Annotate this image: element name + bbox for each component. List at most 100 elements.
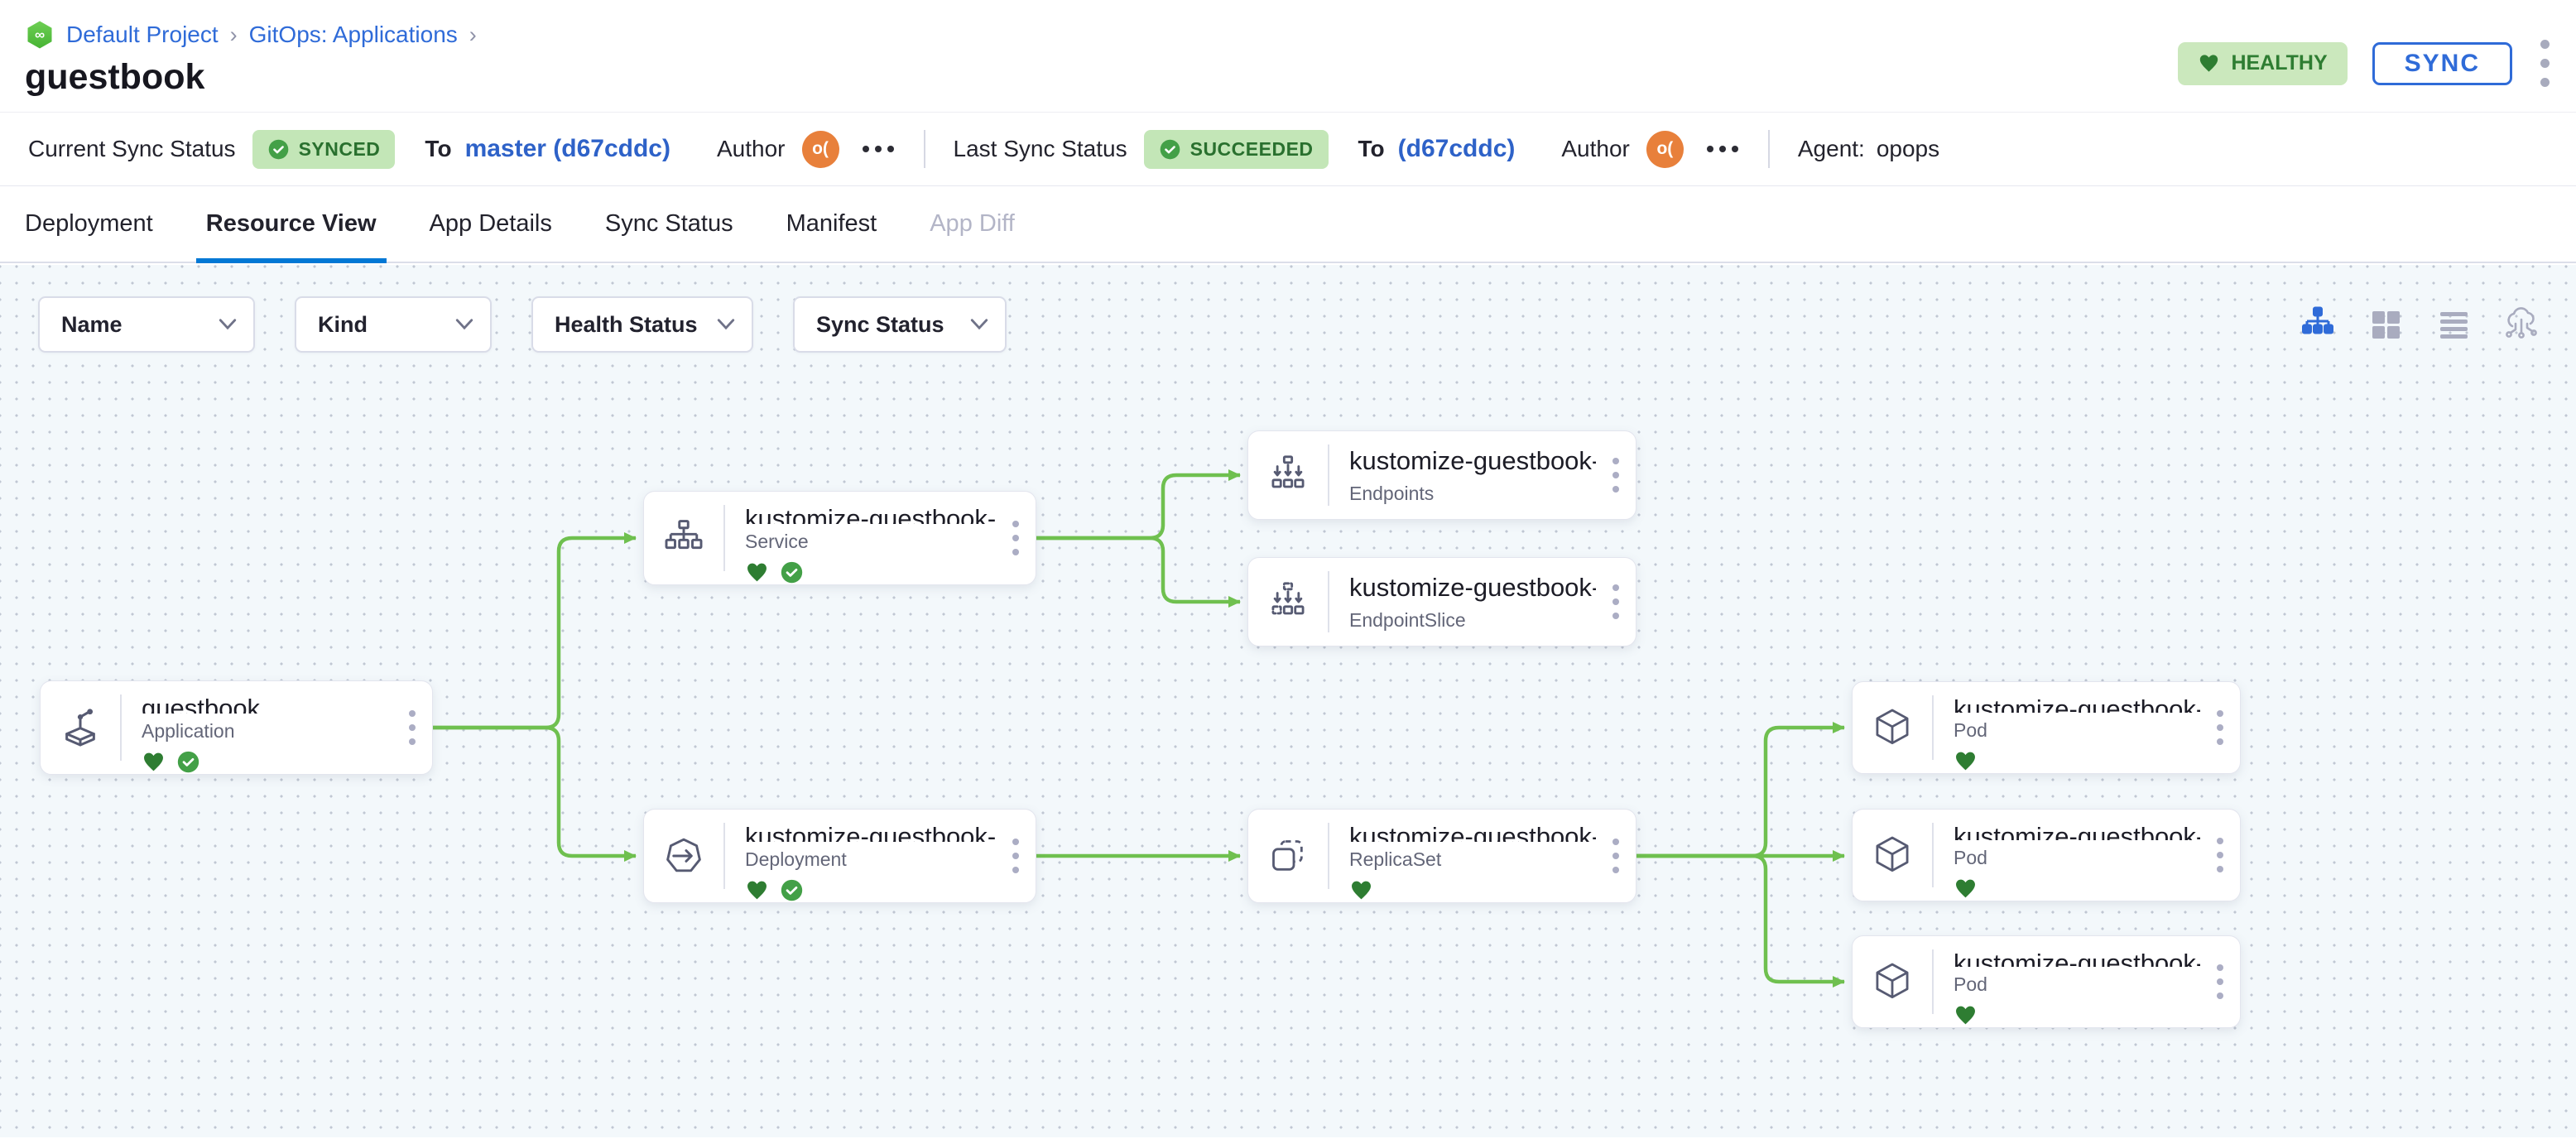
- filter-health-status-dropdown[interactable]: Health Status: [531, 296, 753, 353]
- svg-text:∞: ∞: [35, 27, 45, 43]
- resource-kind: Pod: [1954, 973, 1987, 995]
- canary-cloud-view-icon[interactable]: [2502, 305, 2541, 344]
- tab-app-diff: App Diff: [930, 210, 1015, 237]
- succeeded-badge: SUCCEEDED: [1143, 129, 1329, 169]
- healthy-heart-icon: [1956, 752, 1975, 771]
- commit-message-ellipsis-button[interactable]: [1705, 141, 1740, 157]
- tab-sync-status[interactable]: Sync Status: [604, 210, 733, 237]
- healthy-heart-icon: [144, 752, 163, 771]
- breadcrumb-separator: ›: [229, 22, 238, 47]
- node-body: kustomize-guestbook-ui-...Pod: [1934, 810, 2200, 901]
- author-label: Author: [717, 136, 786, 161]
- resource-name: kustomize-guestbook-ui-...: [1349, 822, 1596, 842]
- sync-button[interactable]: SYNC: [2372, 41, 2512, 85]
- service-icon: [644, 492, 723, 584]
- chevron-down-icon: [717, 319, 735, 330]
- resource-node-replicaset[interactable]: kustomize-guestbook-ui-... ReplicaSet: [1247, 809, 1636, 903]
- synced-check-icon: [781, 561, 803, 584]
- node-status-icons: [1954, 877, 2200, 901]
- resource-name: kustomize-guestbook-ui: [745, 822, 996, 842]
- filter-sync-status-dropdown[interactable]: Sync Status: [793, 296, 1007, 353]
- resource-node-pod[interactable]: kustomize-guestbook-ui-...Pod: [1852, 935, 2241, 1028]
- node-menu-kebab-button[interactable]: [2200, 810, 2240, 901]
- chevron-down-icon: [970, 319, 988, 330]
- synced-check-icon: [781, 879, 803, 901]
- resource-node-endpointslice[interactable]: kustomize-guestbook-ui-... EndpointSlice: [1247, 557, 1636, 646]
- app-tabs: Deployment Resource View App Details Syn…: [0, 186, 2576, 263]
- last-revision-link[interactable]: (d67cddc): [1397, 135, 1516, 162]
- synced-badge: SYNCED: [252, 129, 396, 169]
- pod-icon: [1853, 682, 1932, 773]
- node-menu-kebab-button[interactable]: [996, 810, 1036, 902]
- divider: [120, 694, 122, 761]
- node-menu-kebab-button[interactable]: [1596, 810, 1636, 902]
- resource-kind: Pod: [1954, 719, 1987, 741]
- divider: [723, 505, 725, 571]
- node-menu-kebab-button[interactable]: [392, 681, 432, 774]
- edge-svc-to-eps: [1036, 536, 1241, 608]
- agent-value: opops: [1876, 136, 1940, 161]
- heart-icon: [2200, 55, 2218, 72]
- healthy-heart-icon: [1956, 1006, 1975, 1025]
- filter-label: Name: [61, 311, 123, 337]
- filter-label: Kind: [318, 311, 368, 337]
- resource-node-pod[interactable]: kustomize-guestbook-ui-...Pod: [1852, 809, 2241, 901]
- current-revision-link[interactable]: master (d67cddc): [464, 135, 670, 162]
- node-menu-kebab-button[interactable]: [2200, 682, 2240, 773]
- node-body: kustomize-guestbook-ui-... ReplicaSet: [1329, 810, 1596, 902]
- replicaset-icon: [1248, 810, 1328, 902]
- node-body: kustomize-guestbook-ui-...Pod: [1934, 936, 2200, 1027]
- resource-kind: EndpointSlice: [1349, 608, 1466, 631]
- grid-view-icon[interactable]: [2366, 305, 2405, 344]
- succeeded-badge-label: SUCCEEDED: [1189, 137, 1314, 160]
- node-menu-kebab-button[interactable]: [1596, 558, 1636, 646]
- synced-check-icon: [177, 751, 199, 773]
- node-menu-kebab-button[interactable]: [996, 492, 1036, 584]
- resource-name: kustomize-guestbook-ui-...: [1954, 694, 2200, 713]
- header-actions: HEALTHY SYNC: [2178, 36, 2553, 90]
- node-menu-kebab-button[interactable]: [1596, 431, 1636, 519]
- resource-name: kustomize-guestbook-ui-...: [1349, 572, 1596, 602]
- author-avatar: o(: [1646, 130, 1684, 168]
- resource-node-pod[interactable]: kustomize-guestbook-ui-... Pod: [1852, 681, 2241, 774]
- filter-name-dropdown[interactable]: Name: [38, 296, 255, 353]
- tab-deployment[interactable]: Deployment: [25, 210, 153, 237]
- tab-app-details[interactable]: App Details: [429, 210, 552, 237]
- divider: [723, 823, 725, 889]
- divider: [923, 130, 925, 168]
- breadcrumb-separator: ›: [469, 22, 477, 47]
- list-view-icon[interactable]: [2434, 305, 2473, 344]
- breadcrumb-gitops-applications[interactable]: GitOps: Applications: [248, 22, 458, 47]
- last-sync-status-label: Last Sync Status: [953, 136, 1127, 161]
- divider: [1932, 823, 1934, 887]
- tab-manifest[interactable]: Manifest: [786, 210, 877, 237]
- app-menu-kebab-button[interactable]: [2537, 36, 2553, 90]
- tree-view-icon[interactable]: [2298, 305, 2338, 344]
- resource-tree-canvas[interactable]: Name Kind Health Status Sync Status: [0, 265, 2576, 1137]
- node-menu-kebab-button[interactable]: [2200, 936, 2240, 1027]
- resource-kind: Application: [142, 720, 235, 742]
- view-toggles: [2298, 305, 2541, 344]
- resource-name: kustomize-guestbook-ui: [745, 504, 996, 524]
- resource-kind: ReplicaSet: [1349, 848, 1442, 870]
- breadcrumb-default-project[interactable]: Default Project: [66, 22, 219, 47]
- to-label: To: [1358, 136, 1385, 161]
- deployment-icon: [644, 810, 723, 902]
- tab-resource-view[interactable]: Resource View: [195, 186, 387, 263]
- edge-app-to-dep: [433, 725, 637, 862]
- page-title: guestbook: [25, 57, 205, 97]
- resource-graph-edges: [433, 469, 1845, 988]
- filter-kind-dropdown[interactable]: Kind: [295, 296, 492, 353]
- author-label: Author: [1561, 136, 1630, 161]
- divider: [1328, 823, 1329, 889]
- health-status-badge: HEALTHY: [2178, 41, 2348, 85]
- commit-message-ellipsis-button[interactable]: [861, 141, 896, 157]
